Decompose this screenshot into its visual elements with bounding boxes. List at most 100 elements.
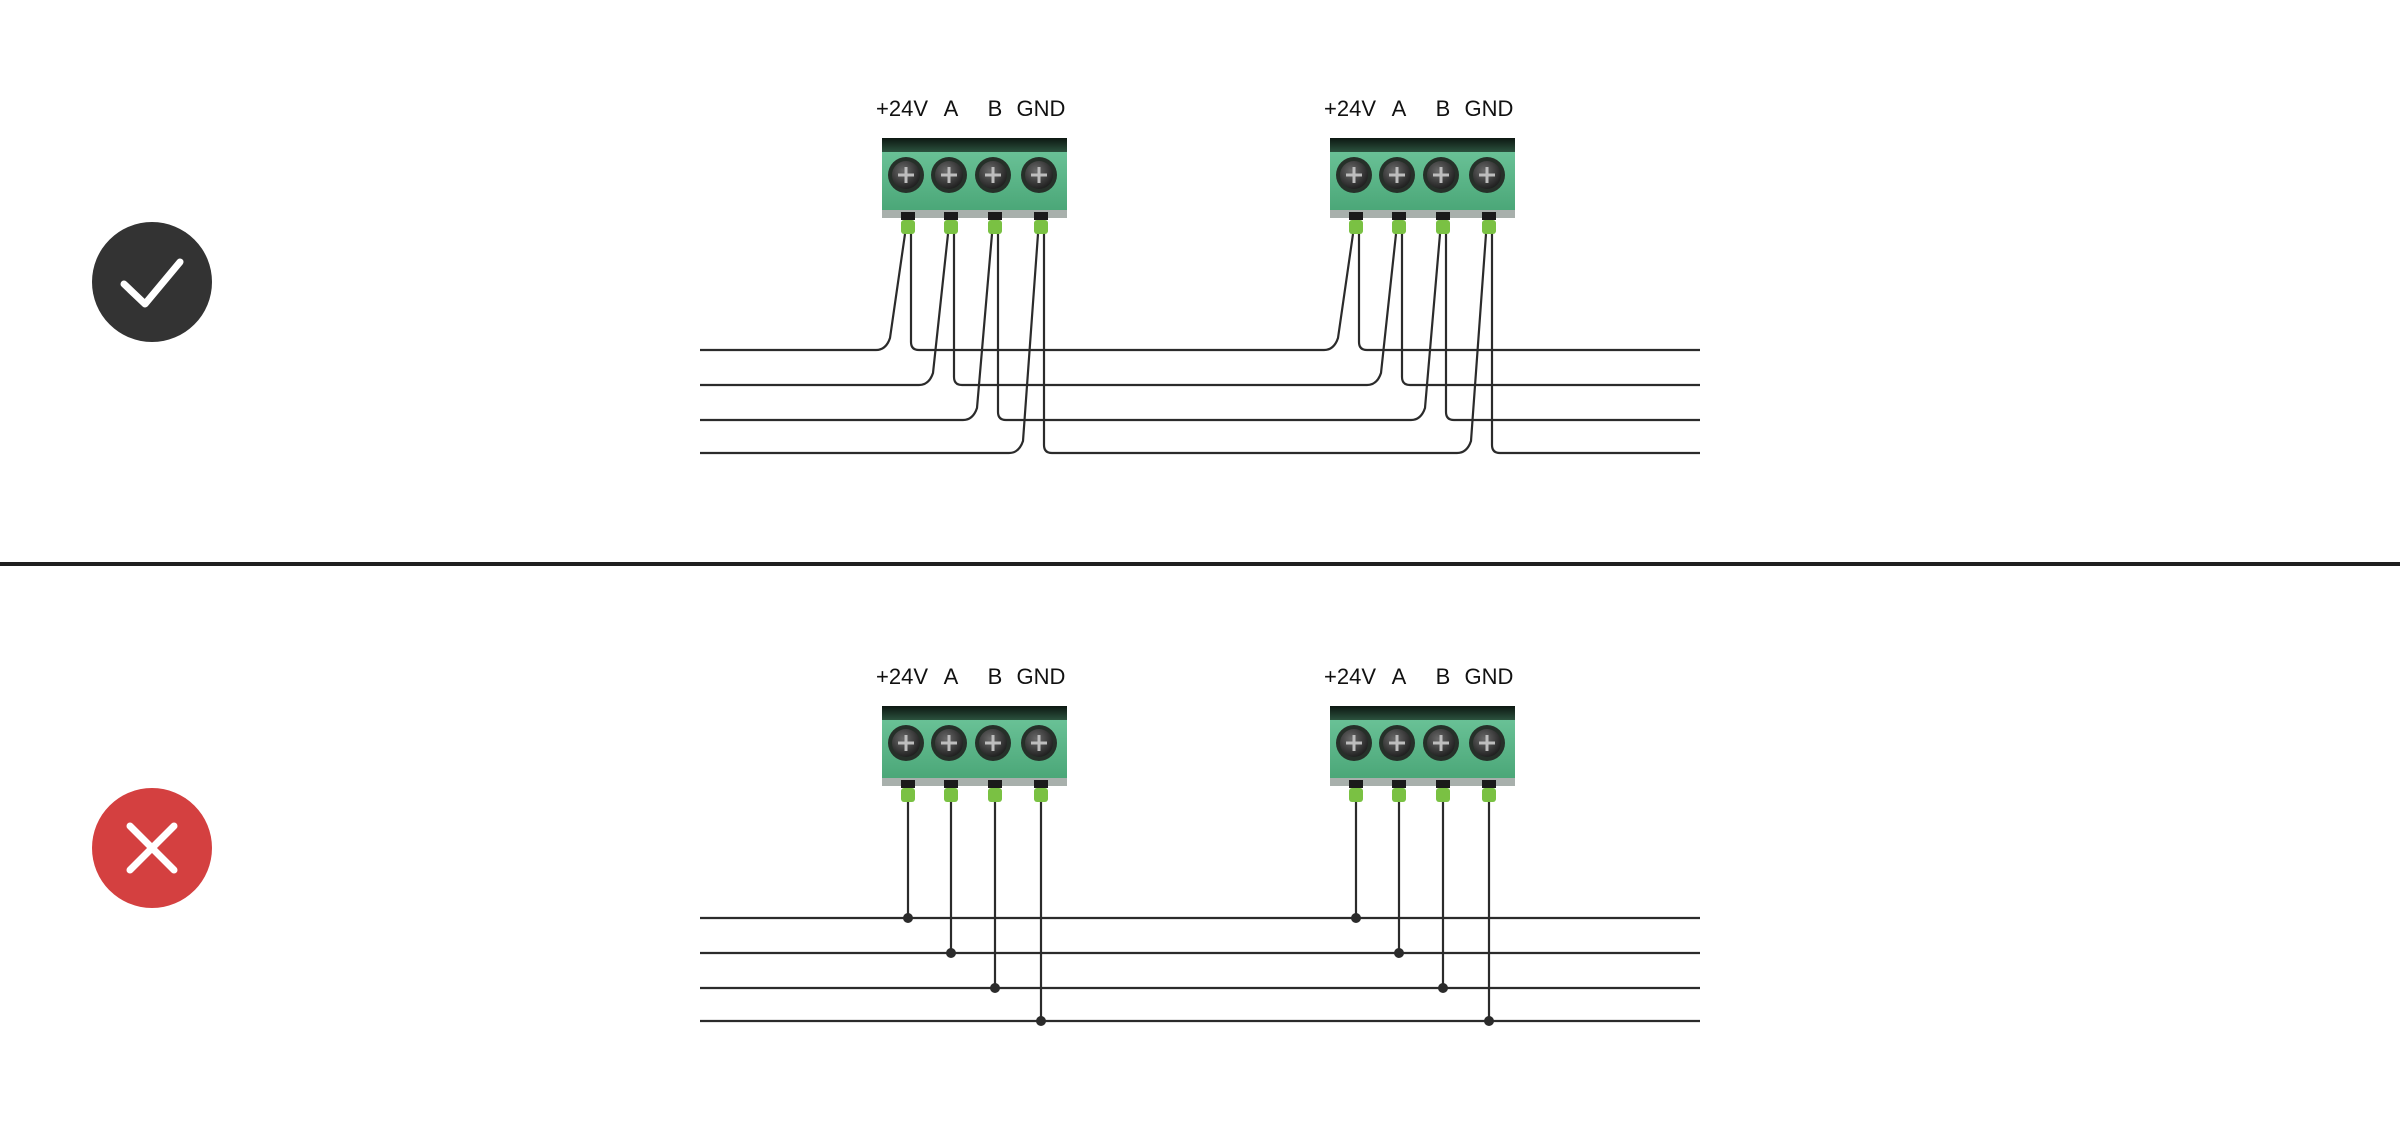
screw-slot-icon	[898, 167, 914, 183]
terminal-block: +24V A B GND	[876, 664, 1067, 802]
wire-in	[700, 233, 1040, 455]
pin-ferrule	[1034, 788, 1048, 802]
wire-out	[1400, 234, 1700, 387]
screw-slot-icon	[1346, 735, 1362, 751]
pin-socket	[1392, 212, 1406, 220]
terminal-label: B	[1436, 96, 1451, 121]
terminal-label: B	[988, 664, 1003, 689]
terminal-label: GND	[1017, 96, 1066, 121]
checkmark-icon	[120, 258, 184, 308]
screw-slot-icon	[1389, 167, 1405, 183]
wire-out	[1490, 234, 1700, 455]
junction-dot	[946, 948, 956, 958]
pin-ferrule	[988, 220, 1002, 234]
wire-chain	[996, 233, 1442, 422]
wire-out	[1357, 234, 1700, 352]
terminal-top	[1330, 138, 1515, 154]
screw-slot-icon	[985, 735, 1001, 751]
pin-ferrule	[1349, 220, 1363, 234]
pin-socket	[901, 780, 915, 788]
pin-socket	[1034, 780, 1048, 788]
terminal-label: A	[944, 664, 959, 689]
pin-socket	[1349, 212, 1363, 220]
terminal-label: GND	[1465, 96, 1514, 121]
screw-slot-icon	[1389, 735, 1405, 751]
terminal-top	[882, 706, 1067, 722]
screw-slot-icon	[1479, 735, 1495, 751]
wire-in	[700, 233, 950, 387]
error-badge	[92, 788, 212, 908]
pin-ferrule	[1436, 788, 1450, 802]
pin-socket	[1482, 212, 1496, 220]
pin-ferrule	[988, 788, 1002, 802]
terminal-base	[1330, 778, 1515, 786]
terminal-block: +24V A B GND	[1324, 664, 1515, 802]
cross-icon	[126, 822, 178, 874]
pin-ferrule	[944, 788, 958, 802]
pin-ferrule	[1034, 220, 1048, 234]
pin-socket	[901, 212, 915, 220]
screw-slot-icon	[1031, 735, 1047, 751]
junction-dot	[1438, 983, 1448, 993]
pin-socket	[988, 212, 1002, 220]
screw-slot-icon	[985, 167, 1001, 183]
pin-socket	[944, 780, 958, 788]
terminal-label: A	[944, 96, 959, 121]
terminal-base	[882, 210, 1067, 218]
pin-socket	[1349, 780, 1363, 788]
pin-socket	[988, 780, 1002, 788]
terminal-label: GND	[1465, 664, 1514, 689]
screw-slot-icon	[1433, 167, 1449, 183]
wire-out	[1444, 234, 1700, 422]
screw-slot-icon	[941, 735, 957, 751]
wire-in	[700, 233, 907, 352]
panel-incorrect-wiring: +24V A B GND +24V A B GND	[320, 664, 2080, 1026]
terminal-label: +24V	[1324, 664, 1376, 689]
pin-ferrule	[1392, 788, 1406, 802]
wire-chain	[952, 233, 1398, 387]
terminal-label: +24V	[876, 664, 928, 689]
wire-in	[700, 233, 994, 422]
junction-dot	[1036, 1016, 1046, 1026]
terminal-label: A	[1392, 96, 1407, 121]
terminal-block: +24V A B GND	[1324, 96, 1515, 234]
terminal-label: +24V	[1324, 96, 1376, 121]
pin-socket	[1034, 212, 1048, 220]
wire-chain	[909, 233, 1355, 352]
screw-slot-icon	[1346, 167, 1362, 183]
screw-slot-icon	[898, 735, 914, 751]
terminal-top	[882, 138, 1067, 154]
wire-chain	[1042, 233, 1488, 455]
junction-dot	[1394, 948, 1404, 958]
screw-slot-icon	[1433, 735, 1449, 751]
pin-socket	[1482, 780, 1496, 788]
pin-ferrule	[1392, 220, 1406, 234]
ok-badge	[92, 222, 212, 342]
screw-slot-icon	[941, 167, 957, 183]
screw-slot-icon	[1031, 167, 1047, 183]
pin-ferrule	[1482, 788, 1496, 802]
terminal-label: A	[1392, 664, 1407, 689]
junction-dot	[990, 983, 1000, 993]
pin-ferrule	[901, 788, 915, 802]
pin-socket	[944, 212, 958, 220]
terminal-label: GND	[1017, 664, 1066, 689]
pin-ferrule	[1482, 220, 1496, 234]
pin-socket	[1392, 780, 1406, 788]
pin-ferrule	[901, 220, 915, 234]
junction-dot	[1484, 1016, 1494, 1026]
terminal-top	[1330, 706, 1515, 722]
pin-socket	[1436, 212, 1450, 220]
junction-dot	[903, 913, 913, 923]
terminal-base	[1330, 210, 1515, 218]
junction-dot	[1351, 913, 1361, 923]
pin-ferrule	[944, 220, 958, 234]
terminal-base	[882, 778, 1067, 786]
terminal-label: B	[1436, 664, 1451, 689]
pin-ferrule	[1436, 220, 1450, 234]
pin-ferrule	[1349, 788, 1363, 802]
pin-socket	[1436, 780, 1450, 788]
